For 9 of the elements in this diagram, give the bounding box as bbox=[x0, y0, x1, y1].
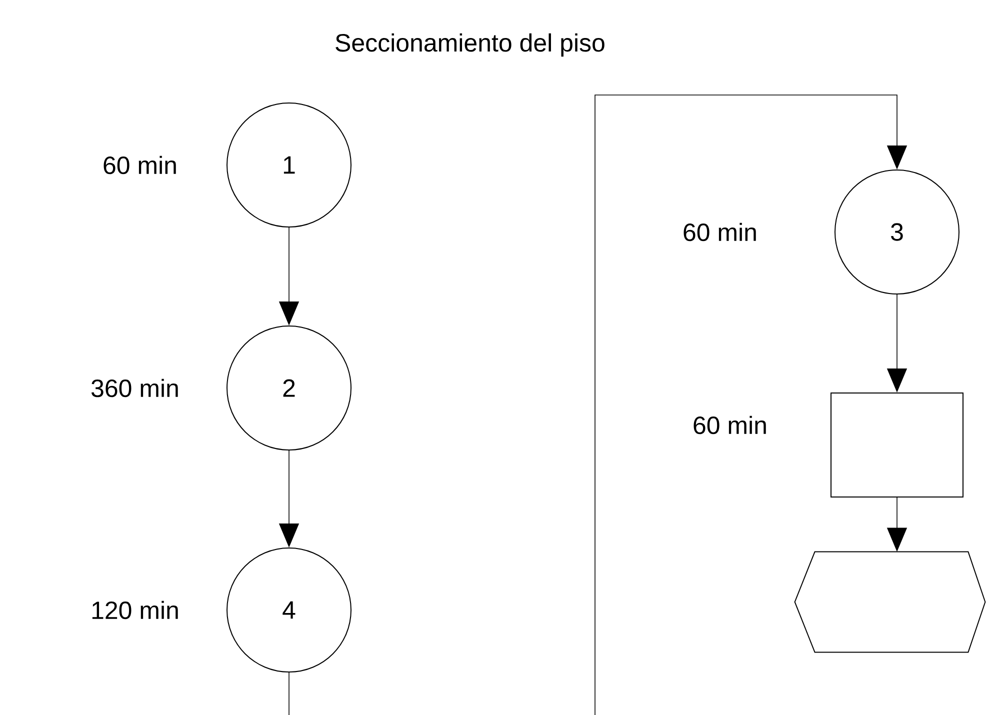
title: Seccionamiento del piso bbox=[336, 33, 604, 57]
duration-label: 60 min bbox=[104, 156, 176, 174]
duration-label: 60 min bbox=[684, 222, 756, 242]
hexagon-shape bbox=[794, 551, 986, 653]
duration-label: 360 min bbox=[92, 378, 178, 398]
duration-label: 120 min bbox=[92, 600, 178, 620]
duration-label: 60 min bbox=[694, 416, 766, 434]
process-box bbox=[830, 392, 964, 498]
arrow bbox=[594, 94, 908, 715]
